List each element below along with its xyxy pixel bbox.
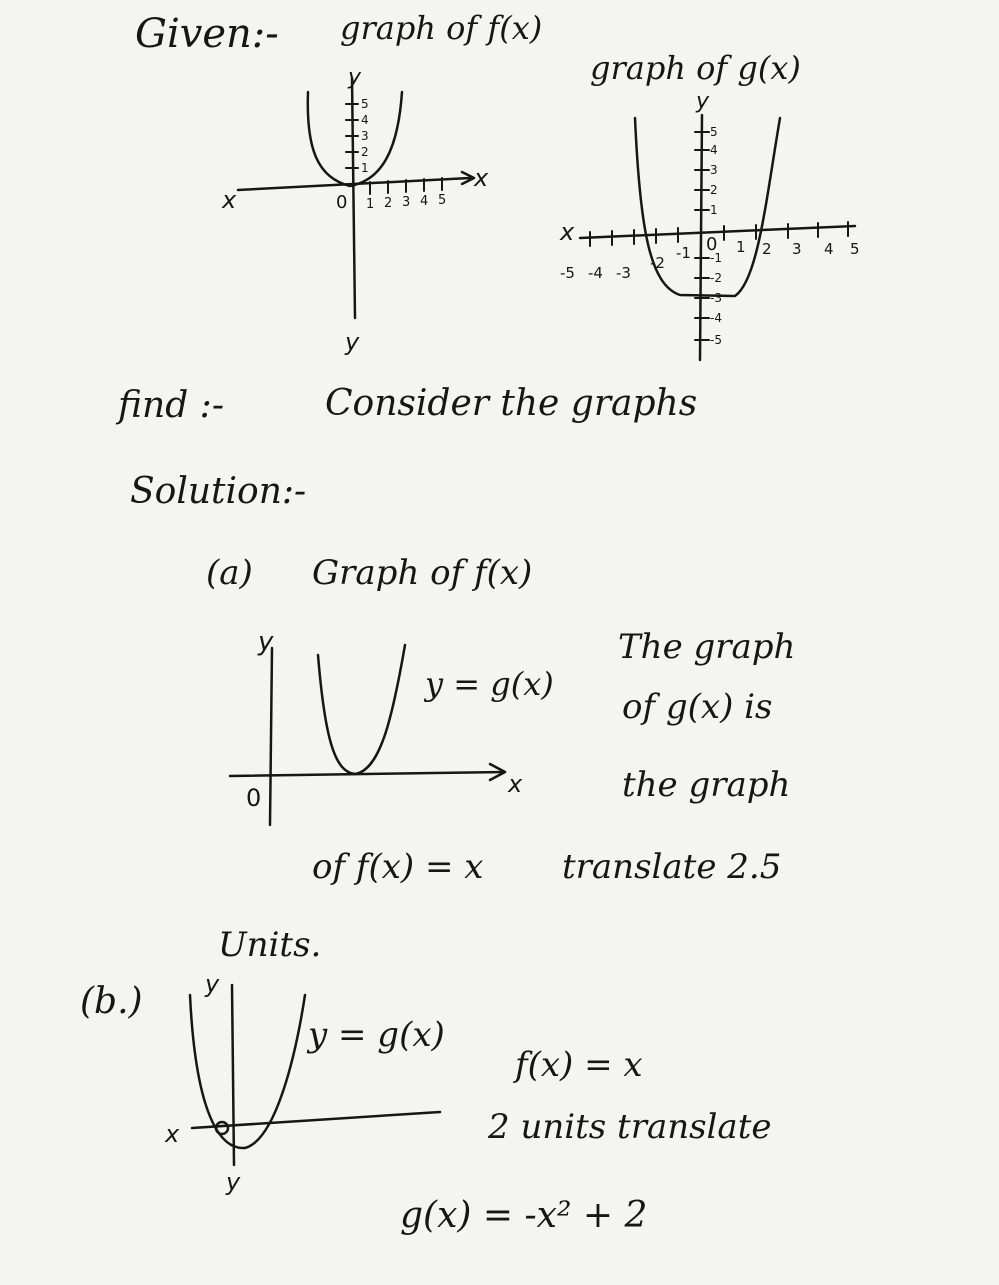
graph-f-y-tick-labels: 1 2 3 4 5 [361, 97, 369, 175]
graph-g-y-tick-1: 1 [710, 203, 718, 217]
graph-f-y-axis [350, 76, 357, 320]
part-a-y-label: y [257, 627, 274, 657]
graph-f-x-tick-5: 5 [438, 193, 446, 208]
graph-g-x-tick-neg3: -3 [616, 264, 631, 282]
part-a-title: Graph of f(x) [312, 553, 533, 593]
graph-g-x-tick-4: 4 [824, 240, 834, 258]
part-b-y-axis [230, 983, 236, 1167]
graph-g-x-tick-neg5: -5 [560, 264, 575, 282]
part-a-translate: translate 2.5 [562, 847, 782, 887]
graph-f-y-ticks [345, 103, 359, 169]
part-a-x-arrow [488, 762, 507, 782]
graph-g-x-ticks [589, 221, 849, 247]
graph-g-x-tick-neg4: -4 [588, 264, 603, 282]
find-label: find :- [118, 385, 224, 426]
part-a-y-axis [268, 646, 274, 827]
graph-f-x-right-label: x [473, 164, 489, 192]
graph-f-x-ticks [369, 177, 443, 195]
graph-f-y-tick-2: 2 [361, 145, 369, 159]
graph-g-y-tick-3: 3 [710, 163, 718, 177]
part-b-y-top-label: y [204, 970, 220, 998]
part-a-origin: 0 [246, 784, 261, 812]
graph-g-y-tick-4: 4 [710, 143, 718, 157]
graph-f-x-tick-labels: 1 2 3 4 5 [366, 193, 446, 212]
graph-g-y-tick-neg5: -5 [710, 333, 722, 347]
graph-g-y-neg-labels: -1 -2 -3 -4 -5 [710, 251, 722, 347]
part-a-units: Units. [218, 925, 322, 965]
graph-g-y-tick-5: 5 [710, 125, 718, 139]
graph-f-x-tick-2: 2 [384, 196, 392, 211]
graph-g-y-tick-neg2: -2 [710, 271, 722, 285]
graph-f-y-tick-4: 4 [361, 113, 369, 127]
graph-g-y-top-label: y [695, 89, 710, 114]
part-b-x-axis [190, 1110, 442, 1130]
graph-g-x-neg-labels: -5 -4 -3 -2 -1 [560, 244, 691, 282]
graph-g-x-pos-labels: 1 2 3 4 5 [736, 238, 860, 258]
graph-g-y-tick-neg1: -1 [710, 251, 722, 265]
graph-g-x-left-label: x [559, 218, 575, 246]
part-a-x-axis [228, 770, 507, 778]
find-text: Consider the graphs [325, 383, 698, 424]
graph-g-y-ticks [694, 131, 710, 341]
graph-g-y-axis [698, 113, 704, 362]
graph-f-x-tick-1: 1 [366, 197, 374, 212]
part-b-line-1: f(x) = x [515, 1045, 643, 1085]
graph-g-y-tick-neg4: -4 [710, 311, 722, 325]
graph-f-y-top-label: y [347, 65, 362, 90]
part-a-explanation-line-2: of g(x) is [622, 687, 773, 727]
graph-f-y-tick-5: 5 [361, 97, 369, 111]
part-a-label: (a) [206, 553, 253, 593]
graph-f-y-tick-1: 1 [361, 161, 369, 175]
graph-g-y-tick-2: 2 [710, 183, 718, 197]
graph-f-title: graph of f(x) [340, 9, 543, 47]
part-b-y-bottom-label: y [225, 1168, 241, 1196]
graph-g-x-tick-1: 1 [736, 238, 746, 256]
part-a-continuation: of f(x) = x [312, 847, 484, 887]
part-a-explanation-line-3: the graph [622, 765, 791, 805]
part-b-line-2: 2 units translate [488, 1107, 772, 1147]
graph-f-curve [306, 90, 404, 188]
graph-f-origin-label: 0 [336, 192, 347, 213]
graph-g-x-tick-neg2: -2 [650, 254, 665, 272]
graph-g-x-tick-3: 3 [792, 240, 802, 258]
graph-g-x-axis [578, 224, 857, 240]
part-b-label: (b.) [80, 981, 143, 1022]
graph-f-y-bottom-label: y [344, 328, 360, 356]
given-label: Given:- [135, 11, 279, 57]
graph-g-x-tick-2: 2 [762, 240, 772, 258]
part-a-explanation-line-1: The graph [618, 627, 796, 667]
graph-f-y-tick-3: 3 [361, 129, 369, 143]
part-b-x-label: x [164, 1120, 180, 1148]
graph-g-title: graph of g(x) [590, 49, 801, 87]
part-a-x-label: x [507, 770, 523, 798]
part-b-curve [188, 993, 307, 1150]
graph-f-x-arrow [460, 170, 476, 186]
graph-f-x-tick-3: 3 [402, 195, 410, 210]
graph-g-x-tick-neg1: -1 [676, 244, 691, 262]
graph-g-y-tick-neg3: -3 [710, 291, 722, 305]
part-a-curve [316, 643, 407, 776]
graph-g-x-tick-5: 5 [850, 240, 860, 258]
solution-label: Solution:- [130, 471, 307, 512]
part-b-intercept-marker [214, 1120, 230, 1136]
graph-g-y-pos-labels: 5 4 3 2 1 [710, 125, 718, 217]
graph-f-x-left-label: x [221, 186, 237, 214]
part-b-result: g(x) = -x² + 2 [400, 1195, 648, 1236]
graph-f-x-tick-4: 4 [420, 194, 428, 209]
graph-g-origin-label: 0 [706, 234, 717, 255]
part-b-curve-label: y = g(x) [308, 1015, 445, 1055]
part-a-curve-label: y = g(x) [425, 665, 554, 703]
graph-g-curve [633, 116, 782, 298]
